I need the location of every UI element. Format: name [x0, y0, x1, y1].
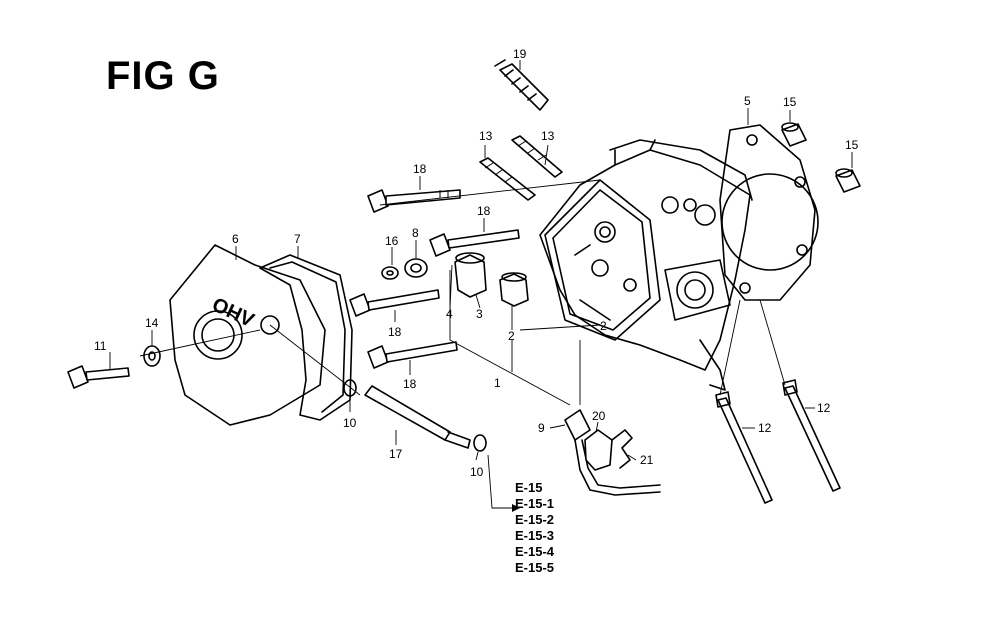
sleeve-upper — [454, 252, 487, 298]
callout-18-lower-middle: 18 — [388, 325, 402, 339]
head-cover-gasket-face — [544, 179, 661, 341]
callout-13-right: 13 — [541, 129, 555, 143]
callout-5: 5 — [744, 94, 751, 108]
callout-14: 14 — [145, 316, 159, 330]
washer — [381, 266, 399, 280]
callout-16: 16 — [385, 234, 399, 248]
tube-clip-left — [343, 379, 357, 397]
reference-list: E-15 E-15-1 E-15-2 E-15-3 E-15-4 E-15-5 — [515, 480, 554, 576]
callout-8: 8 — [412, 226, 419, 240]
reference-item: E-15-1 — [515, 496, 555, 511]
stud-bolt-right — [511, 135, 563, 178]
callout-20: 20 — [592, 409, 606, 423]
leader-lines — [109, 60, 853, 512]
breather-tube — [364, 385, 471, 449]
callout-10-right: 10 — [470, 465, 484, 479]
cover-bolt — [67, 365, 130, 389]
callout-4: 4 — [446, 307, 453, 321]
reference-item: E-15-3 — [515, 528, 555, 543]
head-cover-gasket — [259, 254, 353, 421]
callout-2-upper: 2 — [508, 329, 515, 343]
callout-11: 11 — [94, 339, 107, 353]
reference-item: E-15-4 — [515, 544, 555, 559]
head-cover: OHV — [169, 244, 326, 426]
callout-18-upper-middle: 18 — [477, 204, 491, 218]
sleeve-lower — [499, 272, 529, 307]
reference-item: E-15-5 — [515, 560, 555, 575]
long-bolt-left — [715, 391, 773, 504]
cylinder-head — [539, 139, 753, 391]
callout-1: 1 — [494, 376, 501, 390]
cover-washer — [143, 345, 161, 367]
callout-12-right: 12 — [817, 401, 831, 415]
flange-bolt-lower-middle — [349, 289, 440, 317]
callout-6: 6 — [232, 232, 239, 246]
callout-13-left: 13 — [479, 129, 493, 143]
flange-bolt-bottom — [367, 341, 458, 369]
callout-2-lower: 2 — [600, 319, 607, 333]
long-bolt-right — [782, 379, 841, 492]
figure-title: FIG G — [106, 54, 220, 98]
callout-9: 9 — [538, 421, 545, 435]
reference-item: E-15-2 — [515, 512, 555, 527]
sensor-clip — [611, 429, 633, 469]
flange-bolt-top — [367, 189, 461, 213]
dowel-pin-lower — [835, 168, 861, 193]
tube-clip-right — [473, 434, 487, 452]
sensor-cover — [584, 429, 613, 471]
callout-21: 21 — [640, 453, 654, 467]
stud-bolt-left — [479, 157, 536, 201]
reference-item: E-15 — [515, 480, 543, 495]
callout-15-upper: 15 — [783, 95, 797, 109]
callout-labels: 19 13 13 18 18 5 15 15 6 7 16 8 4 3 2 2 … — [94, 47, 859, 479]
head-gasket — [719, 124, 819, 301]
dowel-pin-upper — [781, 122, 807, 147]
callout-19: 19 — [513, 47, 527, 61]
callout-12-left: 12 — [758, 421, 772, 435]
grommet-seal — [404, 258, 428, 278]
callout-17: 17 — [389, 447, 403, 461]
callout-15-lower: 15 — [845, 138, 859, 152]
callout-10-left: 10 — [343, 416, 357, 430]
spark-plug — [494, 59, 549, 111]
callout-3: 3 — [476, 307, 483, 321]
callout-7: 7 — [294, 232, 301, 246]
callout-18-top: 18 — [413, 162, 427, 176]
callout-18-bottom: 18 — [403, 377, 417, 391]
flange-bolt-upper-middle — [429, 229, 520, 257]
